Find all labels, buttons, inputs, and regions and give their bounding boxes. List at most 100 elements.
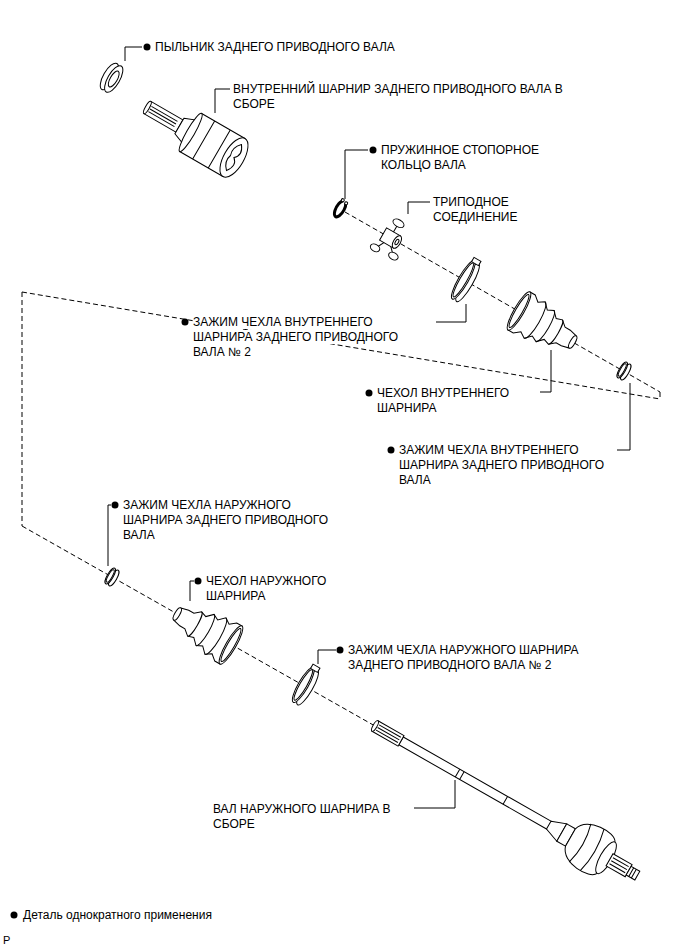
- part-name: ВАЛ НАРУЖНОГО ШАРНИРА В СБОРЕ: [213, 802, 391, 831]
- assembly-axis: [22, 212, 660, 726]
- outer-joint-shaft: [376, 725, 401, 743]
- snap-ring: [332, 198, 349, 219]
- part-name: ПЫЛЬНИК ЗАДНЕГО ПРИВОДНОГО ВАЛА: [155, 40, 395, 54]
- inner-joint-housing: [142, 100, 152, 114]
- dust-seal: [101, 63, 126, 95]
- part-label: ПРУЖИННОЕ СТОПОРНОЕ КОЛЬЦО ВАЛА: [381, 143, 591, 173]
- boot-clamp: [615, 361, 633, 382]
- leader-line: [108, 47, 630, 808]
- part-name: ТРИПОДНОЕ СОЕДИНЕНИЕ: [433, 195, 517, 224]
- part-label: ЗАЖИМ ЧЕХЛА НАРУЖНОГО ШАРНИРА ЗАДНЕГО ПР…: [123, 498, 338, 543]
- part-label: ПЫЛЬНИК ЗАДНЕГО ПРИВОДНОГО ВАЛА: [155, 40, 455, 55]
- inner-boot: [506, 293, 531, 329]
- assembly-axis: [22, 292, 23, 526]
- boot-clamp: [291, 668, 315, 702]
- single-use-marker: [370, 147, 377, 154]
- boot-clamp: [289, 663, 323, 708]
- boot-clamp: [103, 567, 117, 586]
- outer-boot: [172, 607, 183, 622]
- part-name: ЧЕХОЛ ВНУТРЕННЕГО ШАРНИРА: [377, 386, 509, 415]
- outer-joint-shaft: [629, 868, 637, 878]
- boot-clamp: [311, 664, 320, 672]
- boot-clamp: [105, 569, 115, 583]
- inner-boot: [504, 289, 586, 362]
- boot-clamp: [289, 665, 318, 705]
- tripod-joint: [387, 251, 399, 262]
- leader-line: [345, 150, 368, 199]
- single-use-marker: [11, 44, 395, 919]
- legend-entry: Деталь однократного применения: [23, 908, 423, 923]
- legend-text: Деталь однократного применения: [23, 908, 212, 922]
- leader-line: [408, 202, 430, 214]
- part-name: ЗАЖИМ ЧЕХЛА ВНУТРЕННЕГО ШАРНИРА ЗАДНЕГО …: [193, 315, 398, 359]
- boot-clamp: [448, 256, 484, 304]
- page-code: P: [3, 933, 33, 948]
- inner-joint-housing: [222, 142, 244, 172]
- part-label: ЗАЖИМ ЧЕХЛА ВНУТРЕННЕГО ШАРНИРА ЗАДНЕГО …: [399, 443, 614, 488]
- inner-joint-housing: [148, 112, 174, 127]
- assembly-axis: [22, 526, 375, 726]
- tripod-joint: [390, 234, 403, 250]
- inner-joint-housing: [151, 106, 177, 121]
- boot-clamp: [615, 361, 629, 380]
- outer-joint-shaft: [610, 858, 629, 873]
- single-use-marker: [182, 319, 189, 326]
- single-use-marker: [366, 390, 373, 397]
- outer-joint-shaft: [361, 704, 649, 896]
- tripod-joint: [394, 239, 400, 246]
- part-name: ЧЕХОЛ НАРУЖНОГО ШАРНИРА: [206, 574, 326, 603]
- outer-joint-shaft: [370, 720, 379, 732]
- leader-line: [318, 650, 336, 664]
- inner-joint-housing: [150, 109, 176, 124]
- part-label: ВАЛ НАРУЖНОГО ШАРНИРА В СБОРЕ: [213, 802, 411, 832]
- inner-joint-housing: [214, 133, 253, 181]
- assembly-axis: [660, 392, 661, 399]
- part-name: ПРУЖИННОЕ СТОПОРНОЕ КОЛЬЦО ВАЛА: [381, 143, 539, 172]
- part-name: ЗАЖИМ ЧЕХЛА НАРУЖНОГО ШАРНИРА ЗАДНЕГО ПР…: [123, 498, 328, 542]
- tripod-joint: [392, 217, 406, 229]
- leader-line: [215, 89, 230, 113]
- leader-line: [540, 350, 551, 392]
- boot-clamp: [103, 567, 121, 588]
- part-name: ЗАЖИМ ЧЕХЛА ВНУТРЕННЕГО ШАРНИРА ЗАДНЕГО …: [399, 443, 604, 487]
- outer-joint-shaft: [455, 769, 507, 804]
- tripod-joint: [369, 242, 381, 253]
- outer-joint-shaft: [626, 866, 640, 880]
- dust-seal: [106, 69, 121, 88]
- outer-boot: [164, 594, 246, 667]
- snap-ring: [332, 199, 348, 218]
- inner-boot: [567, 335, 578, 350]
- part-label: ВНУТРЕННИЙ ШАРНИР ЗАДНЕГО ПРИВОДНОГО ВАЛ…: [233, 82, 563, 112]
- inner-boot: [524, 302, 568, 352]
- part-name: ВНУТРЕННИЙ ШАРНИР ЗАДНЕГО ПРИВОДНОГО ВАЛ…: [233, 82, 563, 111]
- single-use-marker: [11, 912, 18, 919]
- part-label: ЧЕХОЛ НАРУЖНОГО ШАРНИРА: [206, 574, 356, 604]
- assembly-axis: [22, 292, 660, 399]
- assembly-axis: [345, 212, 660, 392]
- leader-line: [414, 780, 455, 808]
- boot-clamp: [617, 363, 627, 377]
- part-name: ЗАЖИМ ЧЕХЛА НАРУЖНОГО ШАРНИРА ЗАДНЕГО ПР…: [348, 643, 579, 672]
- part-label: ЧЕХОЛ ВНУТРЕННЕГО ШАРНИРА: [377, 386, 537, 416]
- single-use-marker: [195, 578, 202, 585]
- snap-ring: [341, 198, 345, 202]
- outer-boot: [216, 623, 247, 666]
- leader-line: [108, 505, 111, 566]
- inner-boot: [504, 289, 535, 332]
- single-use-marker: [337, 647, 344, 654]
- leader-line: [125, 47, 142, 61]
- leader-line: [190, 581, 194, 601]
- part-name: P: [3, 934, 10, 946]
- part-label: ЗАЖИМ ЧЕХЛА НАРУЖНОГО ШАРНИРА ЗАДНЕГО ПР…: [348, 643, 588, 673]
- single-use-marker: [144, 44, 151, 51]
- tripod-joint: [369, 214, 415, 264]
- inner-joint-housing: [176, 111, 205, 153]
- outer-boot: [218, 627, 243, 663]
- boot-clamp: [448, 258, 479, 301]
- single-use-marker: [388, 447, 395, 454]
- single-use-marker: [112, 502, 119, 509]
- part-label: ЗАЖИМ ЧЕХЛА ВНУТРЕННЕГО ШАРНИРА ЗАДНЕГО …: [193, 315, 433, 360]
- dust-seal: [97, 61, 127, 95]
- outer-joint-shaft: [399, 737, 553, 830]
